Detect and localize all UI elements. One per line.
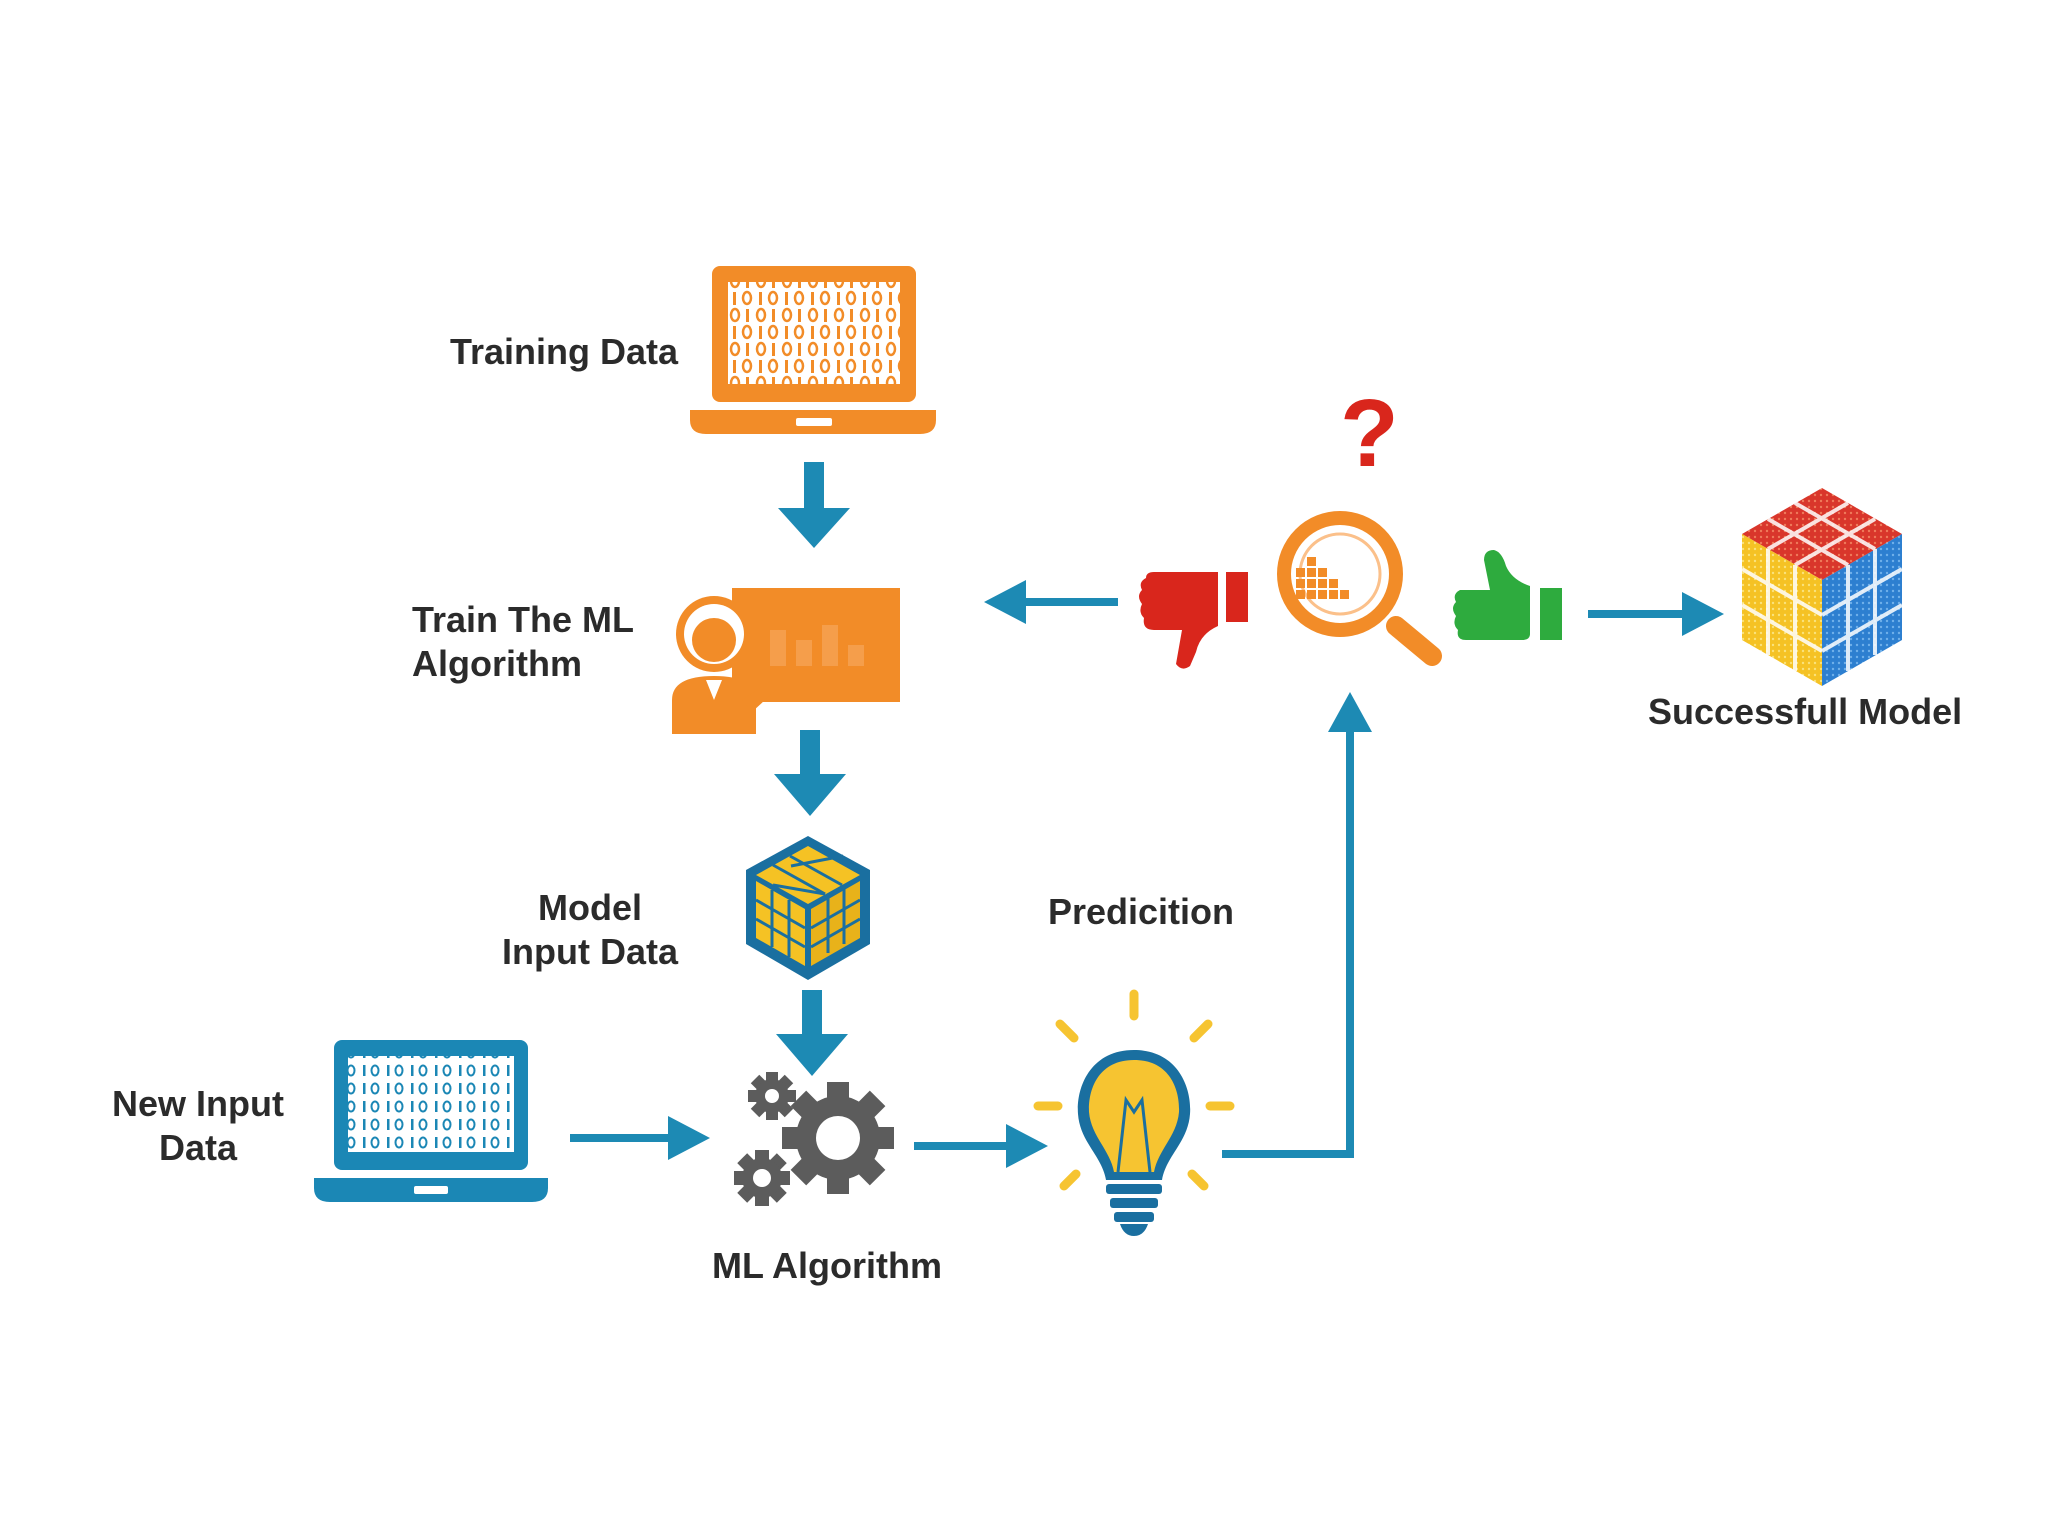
label-new-input-data: New Input Data xyxy=(108,1082,288,1170)
gears-icon xyxy=(734,1072,894,1206)
question-mark: ? xyxy=(1340,380,1399,487)
arrow-up-prediction xyxy=(1222,692,1372,1158)
arrow-left-retrain xyxy=(984,580,1118,624)
label-model-input-line1: Model xyxy=(538,887,642,928)
lightbulb-icon xyxy=(1033,989,1235,1236)
thumbs-up-icon xyxy=(1453,550,1562,640)
label-ml-algorithm: ML Algorithm xyxy=(712,1245,942,1286)
label-train-ml-algorithm-line2: Algorithm xyxy=(412,643,582,684)
thumbs-down-icon xyxy=(1139,572,1248,669)
magnifier-icon xyxy=(1277,511,1442,666)
label-train-ml-algorithm: Train The ML Algorithm xyxy=(412,598,634,686)
label-new-input-line1: New Input xyxy=(112,1083,284,1124)
label-train-ml-algorithm-line1: Train The ML xyxy=(412,599,635,640)
label-prediction: Predicition xyxy=(1048,891,1235,932)
new-input-laptop-icon xyxy=(314,1040,548,1202)
arrow-right-success xyxy=(1588,592,1724,636)
arrow-right-new-input xyxy=(570,1116,710,1160)
presenter-icon xyxy=(672,588,900,734)
arrow-down-train xyxy=(774,730,846,816)
arrow-down-training xyxy=(778,462,850,548)
label-model-input-data: Model Input Data xyxy=(494,886,686,974)
training-laptop-icon xyxy=(690,266,936,434)
label-model-input-line2: Input Data xyxy=(502,931,678,972)
arrow-right-gears xyxy=(914,1124,1048,1168)
arrow-down-model xyxy=(776,990,848,1076)
rubiks-cube-icon xyxy=(1741,488,1903,686)
label-successful-model: Successfull Model xyxy=(1648,691,1963,732)
grid-cube-icon xyxy=(746,836,870,980)
label-new-input-line2: Data xyxy=(158,1127,238,1168)
label-training-data: Training Data xyxy=(450,331,679,372)
